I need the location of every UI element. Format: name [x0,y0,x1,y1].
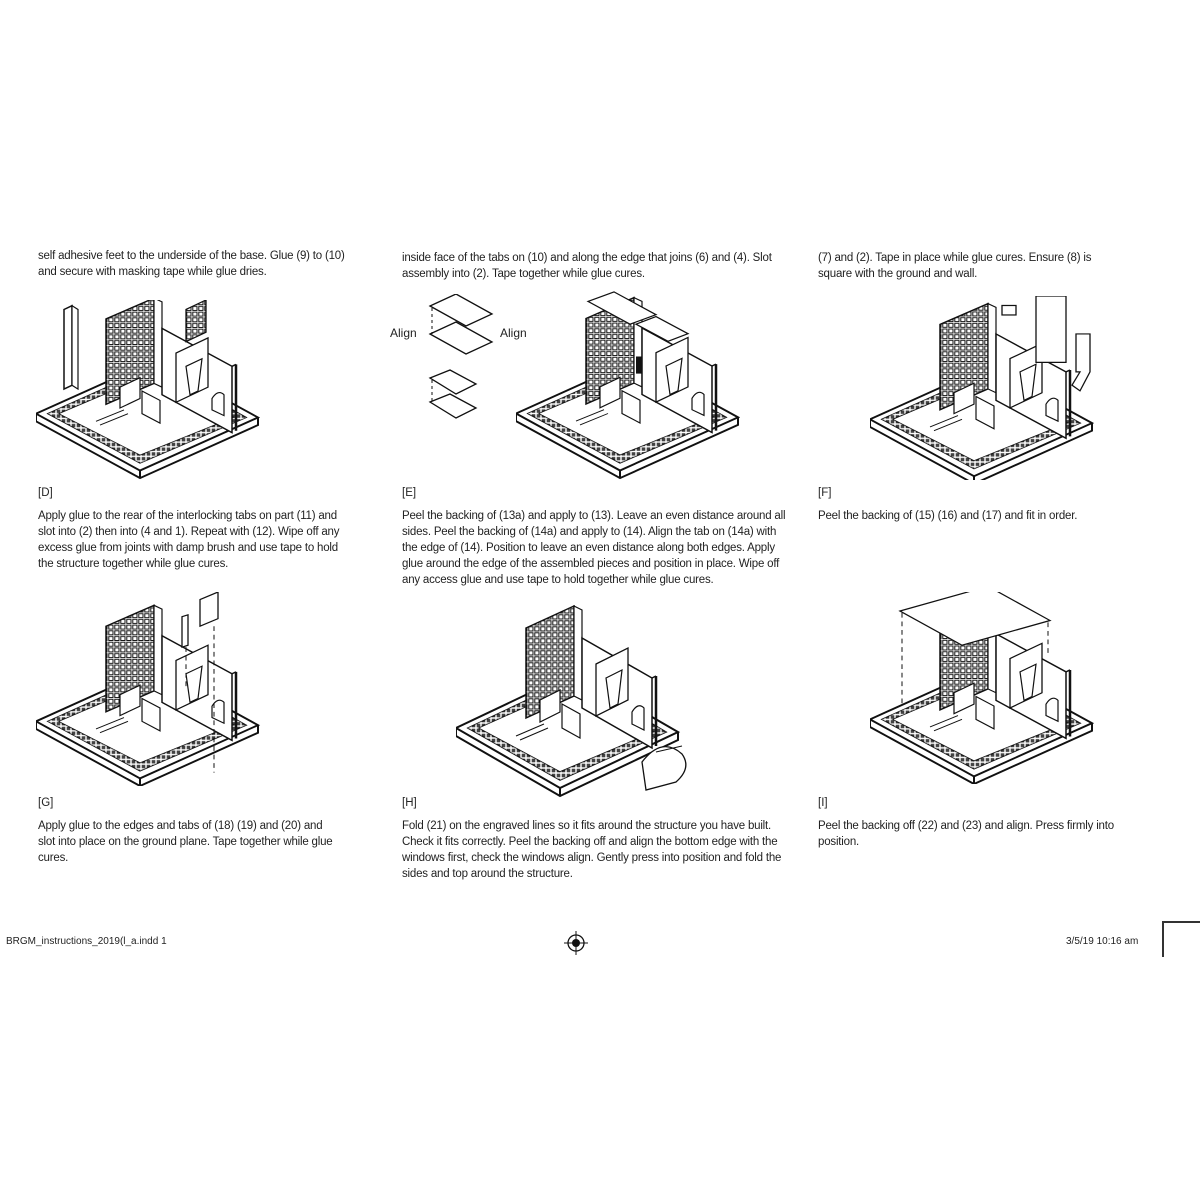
figure-step-i [870,592,1100,784]
step-label-h: [H] [402,797,417,809]
top-text-col3: (7) and (2). Tape in place while glue cu… [818,252,1092,280]
step-text-h: Fold (21) on the engraved lines so it fi… [402,820,782,880]
footer-date: 3/5/19 10:16 am [1066,936,1139,947]
footer-filename: BRGM_instructions_2019(l_a.indd 1 [6,936,167,947]
figure-step-c [36,300,260,480]
step-text-e: Peel the backing of (13a) and apply to (… [402,510,786,586]
top-text-col1: self adhesive feet to the underside of t… [38,250,345,278]
crop-mark-horizontal [1164,921,1200,923]
figure-step-d-parts [426,294,496,424]
align-label-right: Align [500,326,527,340]
step-label-d: [D] [38,487,53,499]
figure-step-h [456,602,702,798]
step-label-f: [F] [818,487,832,499]
step-text-i: Peel the backing off (22) and (23) and a… [818,820,1114,848]
figure-step-e [870,296,1100,480]
step-text-d: Apply glue to the rear of the interlocki… [38,510,340,570]
registration-mark-icon [564,931,588,955]
step-text-f: Peel the backing of (15) (16) and (17) a… [818,510,1078,522]
top-text-col2: inside face of the tabs on (10) and alon… [402,252,772,280]
figure-step-d [516,290,740,480]
crop-mark-vertical [1162,921,1164,957]
step-label-i: [I] [818,797,828,809]
step-text-g: Apply glue to the edges and tabs of (18)… [38,820,333,864]
step-label-g: [G] [38,797,54,809]
align-label-left: Align [390,326,417,340]
figure-step-g [36,592,264,786]
step-label-e: [E] [402,487,417,499]
